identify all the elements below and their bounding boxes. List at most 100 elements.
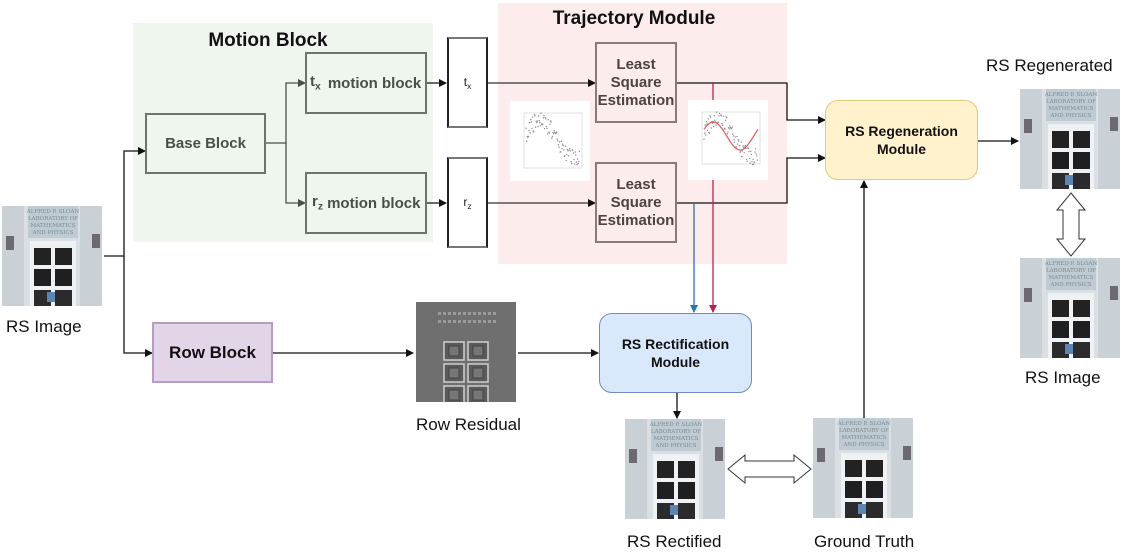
scatter-point	[732, 135, 735, 137]
scatter-point	[712, 125, 715, 128]
scatter-point	[560, 151, 562, 153]
scatter-point	[531, 127, 533, 130]
scatter-point	[573, 158, 575, 161]
scatter-point	[536, 121, 538, 124]
scatter-point	[533, 113, 536, 116]
rz-motion-label: motion block	[327, 194, 421, 212]
scatter-point	[547, 119, 549, 121]
scatter-point	[543, 114, 545, 117]
lse-top-line-2: Square	[610, 73, 662, 91]
trajectory-module-title: Trajectory Module	[552, 8, 716, 29]
scatter-point	[563, 149, 565, 151]
scatter-point	[566, 148, 569, 151]
tx-value-box[interactable]: tx	[447, 37, 488, 128]
scatter-point	[743, 152, 745, 154]
lse-bottom-line-2: Square	[610, 193, 662, 211]
scatter-point	[730, 128, 733, 130]
scatter-point	[721, 124, 724, 126]
scatter-point	[573, 163, 576, 165]
photo-sign-text: MATHEMATICS	[654, 436, 699, 442]
scatter-point	[732, 133, 734, 135]
scatter-point	[556, 138, 558, 140]
photo-sign-text: AND PHYSICS	[655, 443, 697, 449]
least-square-estimation-top[interactable]: Least Square Estimation	[595, 42, 677, 123]
scatter-point	[525, 140, 528, 142]
scatter-point	[578, 160, 580, 163]
scatter-point	[751, 163, 754, 166]
rs-rectification-module[interactable]: RS Rectification Module	[599, 313, 752, 393]
fitted-curve-thumbnail	[688, 100, 768, 180]
scatter-point	[749, 162, 751, 164]
scatter-point	[534, 115, 536, 117]
ground-truth-caption: Ground Truth	[814, 532, 915, 551]
rs-image-input-caption: RS Image	[6, 317, 82, 336]
scatter-point	[525, 127, 527, 129]
scatter-point	[715, 111, 718, 113]
scatter-point	[538, 120, 540, 122]
scatter-point	[528, 129, 530, 132]
scatter-point	[754, 151, 756, 153]
base-block[interactable]: Base Block	[145, 113, 266, 174]
photo-sign-text: ALFRED P. SLOAN	[649, 422, 703, 428]
scatter-point	[531, 116, 534, 118]
scatter-point	[736, 135, 738, 138]
scatter-point	[546, 127, 548, 130]
scatter-point	[756, 155, 758, 157]
scatter-point	[713, 115, 715, 117]
scatter-point	[726, 133, 729, 135]
scatter-point	[739, 151, 742, 153]
rs-regeneration-module[interactable]: RS Regeneration Module	[825, 100, 978, 180]
scatter-point	[530, 121, 533, 123]
rs-image-output-caption: RS Image	[1025, 368, 1101, 387]
scatter-point	[731, 126, 733, 128]
tx-value-label: tx	[463, 74, 472, 91]
photo-sign-text: ALFRED P. SLOAN	[1044, 261, 1098, 267]
scatter-point	[552, 133, 555, 135]
wire-lse-bottom-to-regen	[677, 154, 826, 204]
scatter-point	[735, 146, 738, 148]
photo-sign-text: LABORATORY OF	[651, 429, 701, 435]
scatter-point	[755, 153, 757, 155]
tx-motion-block[interactable]: tx motion block	[305, 52, 427, 114]
scatter-point	[720, 115, 723, 117]
scatter-point	[724, 128, 726, 130]
scatter-point	[553, 130, 555, 132]
wire-base-split	[266, 79, 306, 144]
scatter-point	[576, 164, 578, 166]
scatter-point	[748, 157, 751, 160]
least-square-estimation-bottom[interactable]: Least Square Estimation	[595, 162, 677, 243]
scatter-point	[529, 132, 531, 134]
scatter-point	[715, 124, 717, 126]
scatter-point	[533, 131, 535, 133]
scatter-point	[557, 140, 559, 142]
scatter-point	[737, 139, 739, 141]
scatter-point	[567, 155, 570, 157]
scatter-point	[543, 128, 546, 130]
photo-sign-text: LABORATORY OF	[839, 428, 889, 434]
scatter-point	[740, 141, 742, 143]
scatter-point	[741, 150, 744, 152]
scatter-point	[742, 145, 744, 147]
photo-sign-text: LABORATORY OF	[1046, 99, 1096, 105]
rz-symbol: rz	[312, 193, 324, 213]
rz-motion-block[interactable]: rz motion block	[305, 172, 427, 234]
photo-sign-text: MATHEMATICS	[1049, 106, 1094, 112]
row-block[interactable]: Row Block	[152, 322, 273, 383]
scatter-point	[750, 150, 752, 153]
regeneration-line-1: RS Regeneration	[845, 123, 958, 139]
scatter-point	[555, 131, 558, 133]
lse-top-line-3: Estimation	[597, 91, 675, 109]
rz-value-box[interactable]: rz	[447, 157, 488, 248]
scatter-point	[742, 146, 745, 149]
scatter-point	[570, 162, 573, 165]
scatter-point	[756, 159, 759, 161]
scatter-point	[527, 135, 530, 138]
scatter-point	[549, 120, 552, 122]
scatter-point	[709, 116, 712, 118]
scatter-point	[562, 144, 564, 147]
